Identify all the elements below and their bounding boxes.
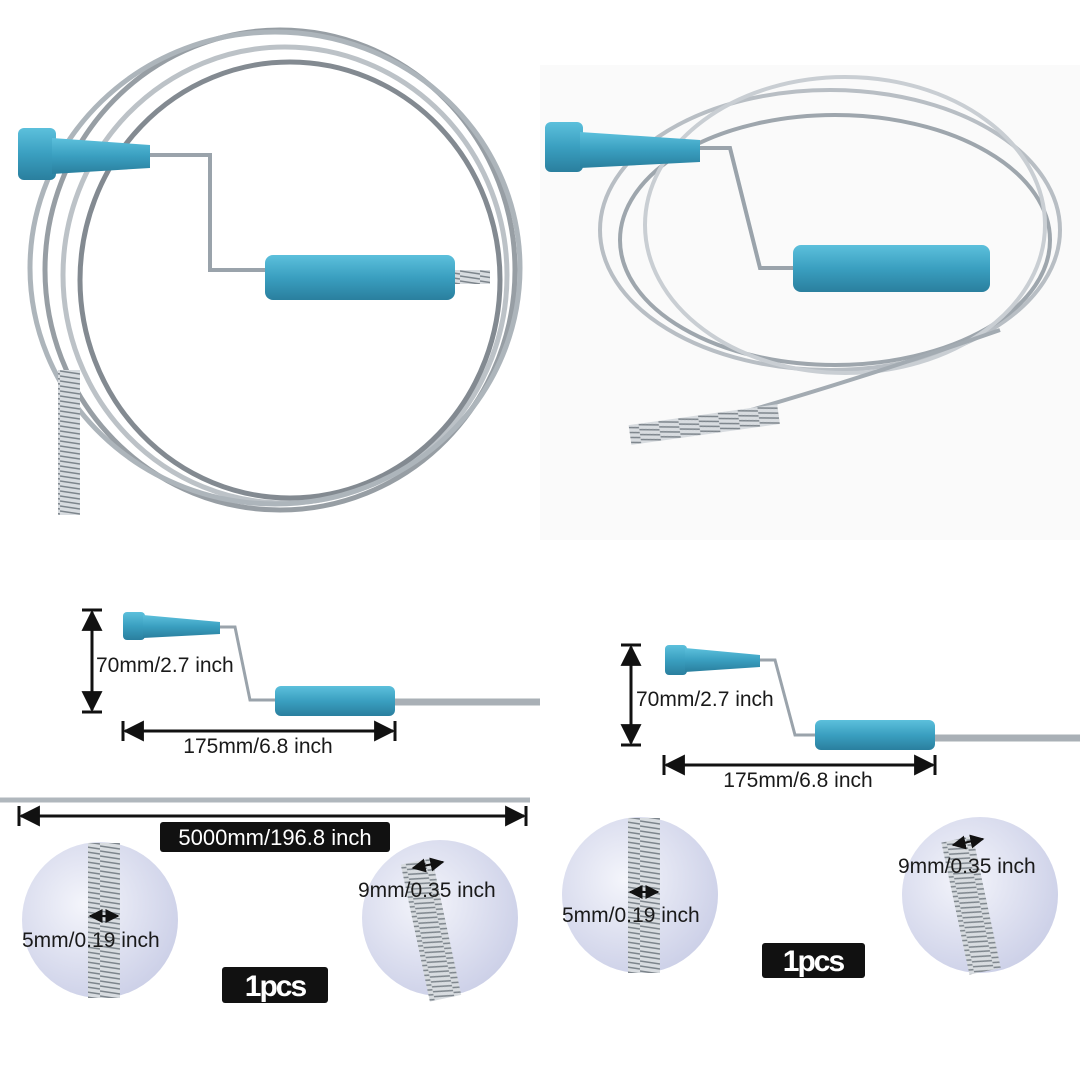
crank-cap [52, 138, 150, 174]
cap-knob [545, 122, 583, 172]
height-dimension: 70mm/2.7 inch [96, 654, 234, 677]
height-dimension: 70mm/2.7 inch [636, 688, 774, 711]
handle [815, 720, 935, 750]
spring-tip [58, 370, 80, 515]
quantity: 1pcs [783, 945, 845, 978]
top-left-product-photo [18, 27, 523, 515]
length-dimension: 5000mm/196.8 inch [178, 825, 371, 850]
crank-cap [580, 132, 700, 168]
quantity-label-box [222, 967, 328, 1003]
cable-diameter: 5mm/0.19 inch [562, 904, 700, 927]
handle [793, 245, 990, 292]
cable-diameter: 5mm/0.19 inch [22, 929, 160, 952]
top-right-product-photo [540, 65, 1080, 540]
quantity-label-box [762, 943, 865, 978]
tip-diameter: 9mm/0.35 inch [358, 879, 496, 902]
handle [275, 686, 395, 716]
cap-knob [18, 128, 56, 180]
length-label-box [160, 822, 390, 852]
handle [265, 255, 455, 300]
width-dimension: 175mm/6.8 inch [723, 769, 872, 792]
width-dimension: 175mm/6.8 inch [183, 735, 332, 758]
crank-wire [150, 153, 270, 272]
spring-tip [628, 404, 780, 445]
bottom-left-dimension-panel: 70mm/2.7 inch 175mm/6.8 inch 5000mm/196.… [0, 608, 540, 1003]
quantity: 1pcs [245, 970, 307, 1003]
bottom-right-dimension-panel: 70mm/2.7 inch 175mm/6.8 inch 5mm/0.19 in… [562, 643, 1080, 978]
coiled-cable [27, 27, 523, 513]
tip-diameter: 9mm/0.35 inch [898, 855, 1036, 878]
